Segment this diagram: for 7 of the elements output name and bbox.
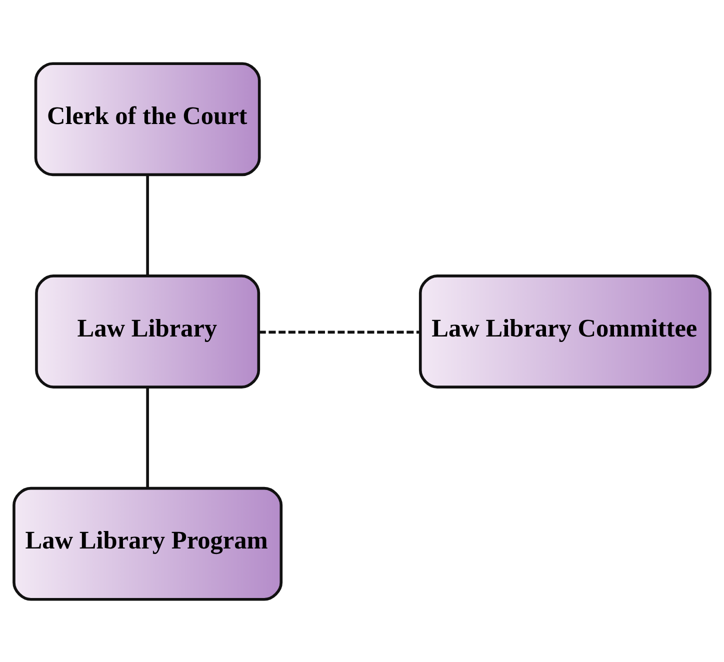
node-box: Law Library Committee xyxy=(418,274,712,388)
connector xyxy=(258,330,420,334)
connector xyxy=(146,174,149,276)
node-box: Law Library Program xyxy=(12,486,283,600)
node-box: Law Library xyxy=(35,274,260,388)
node-box: Clerk of the Court xyxy=(34,62,261,176)
connector xyxy=(146,386,149,488)
